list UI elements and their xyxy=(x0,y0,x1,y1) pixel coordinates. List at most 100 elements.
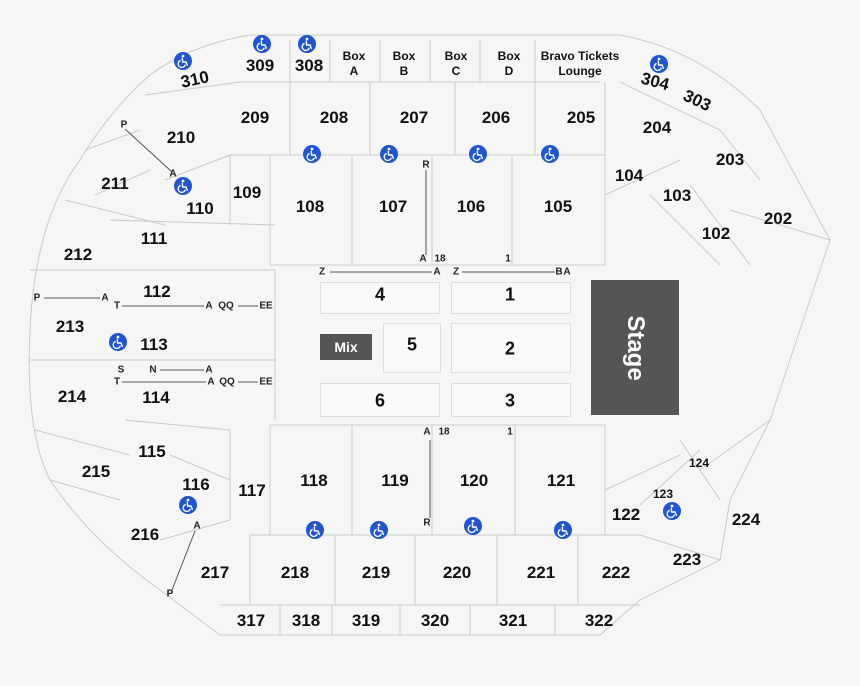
section-217[interactable]: 217 xyxy=(200,563,230,582)
row-label: A xyxy=(193,520,201,532)
section-210[interactable]: 210 xyxy=(166,128,196,147)
section-105[interactable]: 105 xyxy=(543,197,573,216)
section-107[interactable]: 107 xyxy=(378,197,408,216)
row-label: N xyxy=(149,364,157,376)
section-308[interactable]: 308 xyxy=(294,56,324,75)
section-322[interactable]: 322 xyxy=(584,611,614,630)
section-103[interactable]: 103 xyxy=(662,186,692,205)
wheelchair-icon xyxy=(298,35,316,53)
section-108[interactable]: 108 xyxy=(295,197,325,216)
floor-section-1[interactable]: 1 xyxy=(504,284,516,305)
row-label: P xyxy=(33,292,41,304)
section-114[interactable]: 114 xyxy=(142,388,170,407)
wheelchair-icon xyxy=(179,496,197,514)
section-122[interactable]: 122 xyxy=(611,505,641,524)
section-221[interactable]: 221 xyxy=(526,563,556,582)
section-120[interactable]: 120 xyxy=(459,471,489,490)
section-204[interactable]: 204 xyxy=(642,118,672,137)
section-124[interactable]: 124 xyxy=(688,456,710,470)
section-211[interactable]: 211 xyxy=(101,174,129,193)
section-115[interactable]: 115 xyxy=(138,442,166,461)
box-c-line1: Box xyxy=(444,49,468,63)
section-214[interactable]: 214 xyxy=(57,387,87,406)
section-106[interactable]: 106 xyxy=(456,197,486,216)
section-116[interactable]: 116 xyxy=(182,475,210,494)
section-319[interactable]: 319 xyxy=(351,611,381,630)
floor-section-6[interactable]: 6 xyxy=(374,390,386,411)
section-208[interactable]: 208 xyxy=(319,108,349,127)
row-label: A xyxy=(169,168,177,180)
floor-section-5[interactable]: 5 xyxy=(406,334,418,355)
floor-box-5 xyxy=(383,323,441,373)
wheelchair-icon xyxy=(174,177,192,195)
row-label: Z xyxy=(318,266,326,278)
floor-box-3 xyxy=(451,383,571,417)
section-317[interactable]: 317 xyxy=(236,611,266,630)
section-111[interactable]: 111 xyxy=(140,229,168,248)
section-209[interactable]: 209 xyxy=(240,108,270,127)
floor-section-3[interactable]: 3 xyxy=(504,390,516,411)
wheelchair-icon xyxy=(554,521,572,539)
section-123[interactable]: 123 xyxy=(652,487,674,501)
row-label: 18 xyxy=(434,253,446,265)
floor-section-2[interactable]: 2 xyxy=(504,338,516,359)
section-224[interactable]: 224 xyxy=(731,510,761,529)
wheelchair-icon xyxy=(174,52,192,70)
floor-box-2 xyxy=(451,323,571,373)
row-label: B xyxy=(555,266,563,278)
section-110[interactable]: 110 xyxy=(186,199,214,218)
section-109[interactable]: 109 xyxy=(232,183,262,202)
section-104[interactable]: 104 xyxy=(614,166,644,185)
section-205[interactable]: 205 xyxy=(566,108,596,127)
section-119[interactable]: 119 xyxy=(381,471,409,490)
row-label: QQ xyxy=(219,376,235,388)
row-label: P xyxy=(120,119,128,131)
row-label: 18 xyxy=(438,426,450,438)
section-223[interactable]: 223 xyxy=(672,550,702,569)
wheelchair-icon xyxy=(370,521,388,539)
section-318[interactable]: 318 xyxy=(291,611,321,630)
section-206[interactable]: 206 xyxy=(481,108,511,127)
section-320[interactable]: 320 xyxy=(420,611,450,630)
section-212[interactable]: 212 xyxy=(63,245,93,264)
section-216[interactable]: 216 xyxy=(130,525,160,544)
section-321[interactable]: 321 xyxy=(498,611,528,630)
section-118[interactable]: 118 xyxy=(300,471,328,490)
section-113[interactable]: 113 xyxy=(140,335,168,354)
row-label: A xyxy=(419,253,427,265)
section-222[interactable]: 222 xyxy=(601,563,631,582)
lounge-line2: Lounge xyxy=(558,64,602,78)
section-220[interactable]: 220 xyxy=(442,563,472,582)
row-label: QQ xyxy=(218,300,234,312)
box-b-line1: Box xyxy=(392,49,416,63)
section-112[interactable]: 112 xyxy=(143,282,171,301)
row-label: A xyxy=(433,266,441,278)
section-202[interactable]: 202 xyxy=(763,209,793,228)
section-215[interactable]: 215 xyxy=(81,462,111,481)
row-label: A xyxy=(205,364,213,376)
box-d-line1: Box xyxy=(497,49,521,63)
row-label: EE xyxy=(259,376,273,388)
section-203[interactable]: 203 xyxy=(715,150,745,169)
box-a-line1: Box xyxy=(342,49,366,63)
wheelchair-icon xyxy=(303,145,321,163)
section-117[interactable]: 117 xyxy=(238,481,266,500)
row-label: P xyxy=(166,588,174,600)
section-219[interactable]: 219 xyxy=(361,563,391,582)
wheelchair-icon xyxy=(464,517,482,535)
row-label: A xyxy=(563,266,571,278)
row-label: 1 xyxy=(507,426,513,438)
section-121[interactable]: 121 xyxy=(546,471,576,490)
section-218[interactable]: 218 xyxy=(280,563,310,582)
floor-section-4[interactable]: 4 xyxy=(374,284,386,305)
section-213[interactable]: 213 xyxy=(55,317,85,336)
section-102[interactable]: 102 xyxy=(701,224,731,243)
section-309[interactable]: 309 xyxy=(245,56,275,75)
section-207[interactable]: 207 xyxy=(399,108,429,127)
